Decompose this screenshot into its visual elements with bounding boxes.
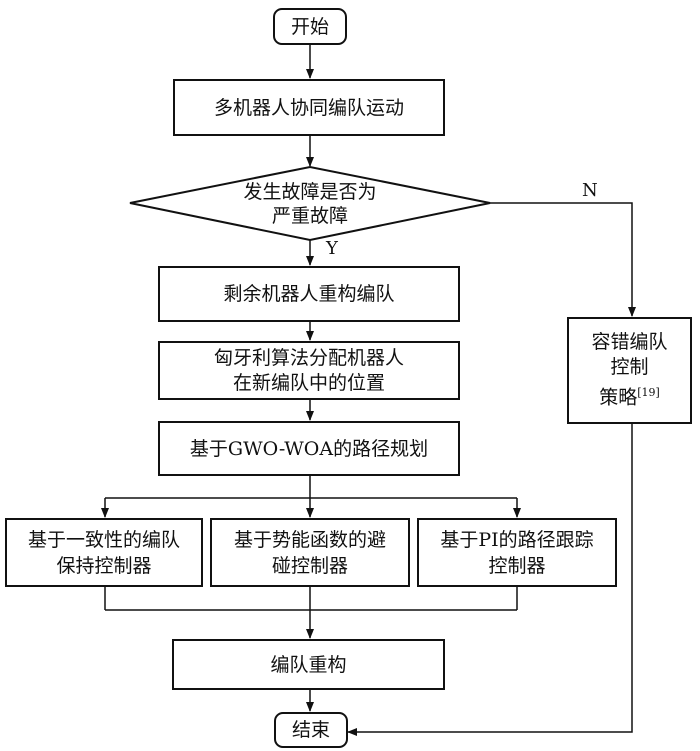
decision-diamond <box>129 165 491 242</box>
fault-tolerant-strategy-label: 容错编队 控制 策略[19] <box>591 330 667 410</box>
yes-label: Y <box>326 238 338 259</box>
multi-robot-formation-box: 多机器人协同编队运动 <box>173 79 445 136</box>
reconfig-formation-label: 剩余机器人重构编队 <box>223 283 395 305</box>
path-planning-box: 基于GWO-WOA的路径规划 <box>158 421 460 476</box>
potential-controller-label: 基于势能函数的避 碰控制器 <box>233 528 386 577</box>
start-label: 开始 <box>290 15 329 38</box>
pi-tracking-controller-box: 基于PI的路径跟踪 控制器 <box>417 518 617 587</box>
consensus-controller-box: 基于一致性的编队 保持控制器 <box>5 518 203 587</box>
consensus-controller-label: 基于一致性的编队 保持控制器 <box>27 528 180 577</box>
no-label: N <box>582 180 598 201</box>
reconfig-formation-box: 剩余机器人重构编队 <box>158 266 460 322</box>
decision-label: 发生故障是否为 严重故障 <box>243 181 377 227</box>
hungarian-assignment-box: 匈牙利算法分配机器人 在新编队中的位置 <box>158 341 460 400</box>
fault-tolerant-strategy-text: 容错编队 控制 策略 <box>591 331 668 409</box>
end-node: 结束 <box>274 712 348 748</box>
potential-controller-box: 基于势能函数的避 碰控制器 <box>210 518 410 587</box>
end-label: 结束 <box>291 719 330 741</box>
start-node: 开始 <box>273 8 347 45</box>
path-planning-label: 基于GWO-WOA的路径规划 <box>189 437 429 460</box>
multi-robot-formation-label: 多机器人协同编队运动 <box>213 96 404 119</box>
formation-reconfig-label: 编队重构 <box>270 653 347 676</box>
hungarian-assignment-label: 匈牙利算法分配机器人 在新编队中的位置 <box>213 346 404 394</box>
formation-reconfig-box: 编队重构 <box>172 639 445 690</box>
citation-ref: [19] <box>637 386 660 400</box>
fault-tolerant-strategy-box: 容错编队 控制 策略[19] <box>567 317 692 424</box>
pi-tracking-controller-label: 基于PI的路径跟踪 控制器 <box>440 528 594 577</box>
